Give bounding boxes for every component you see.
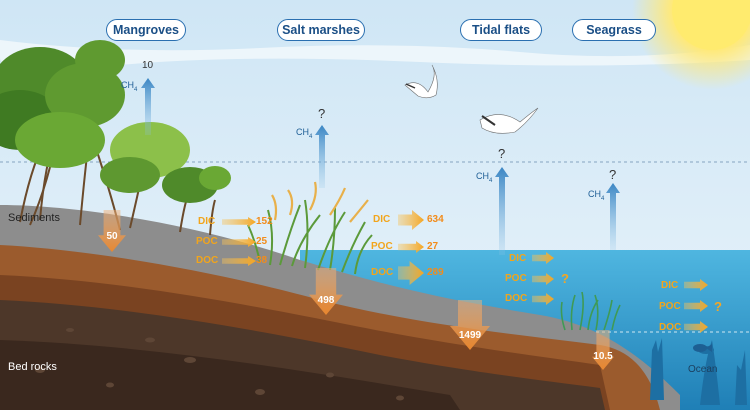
ch4-label-mangroves: CH4 <box>121 80 137 93</box>
salt-marshes-poc-label: POC <box>371 241 393 252</box>
tidal-flats-burial-value: 1499 <box>450 330 490 341</box>
mangroves-doc-value: 38 <box>256 255 267 266</box>
tidal-flats-lateral-value: ? <box>561 271 569 286</box>
mangroves-poc-label: POC <box>196 236 218 247</box>
ch4-label-seagrass: CH4 <box>588 189 604 202</box>
layer-sediments-label: Sediments <box>8 212 60 224</box>
mangroves-dic-label: DIC <box>198 216 215 227</box>
habitat-seagrass: Seagrass <box>572 19 656 41</box>
layer-bed-rocks-label: Bed rocks <box>8 361 57 373</box>
seagrass-poc-label: POC <box>659 301 681 312</box>
seagrass-lateral-value: ? <box>714 299 722 314</box>
ch4-value-salt-marshes: ? <box>318 106 325 121</box>
salt-marshes-dic-value: 634 <box>427 214 444 225</box>
habitat-salt-marshes: Salt marshes <box>277 19 365 41</box>
salt-marshes-burial-value: 498 <box>306 295 346 306</box>
habitat-tidal-flats: Tidal flats <box>460 19 542 41</box>
tidal-flats-doc-label: DOC <box>505 293 527 304</box>
seagrass-burial-value: 10.5 <box>583 351 623 362</box>
ch4-value-seagrass: ? <box>609 167 616 182</box>
seagrass-doc-label: DOC <box>659 322 681 333</box>
ch4-value-tidal-flats: ? <box>498 146 505 161</box>
mangroves-doc-label: DOC <box>196 255 218 266</box>
habitat-mangroves: Mangroves <box>106 19 186 41</box>
tidal-flats-poc-label: POC <box>505 273 527 284</box>
mangroves-dic-value: 152 <box>256 216 273 227</box>
seagrass-dic-label: DIC <box>661 280 678 291</box>
tidal-flats-dic-label: DIC <box>509 253 526 264</box>
salt-marshes-poc-value: 27 <box>427 241 438 252</box>
mangroves-poc-value: 25 <box>256 236 267 247</box>
salt-marshes-doc-value: 289 <box>427 267 444 278</box>
ch4-value-mangroves: 10 <box>142 60 153 71</box>
ocean-label: Ocean <box>688 364 717 375</box>
ch4-label-salt-marshes: CH4 <box>296 127 312 140</box>
salt-marshes-doc-label: DOC <box>371 267 393 278</box>
salt-marshes-dic-label: DIC <box>373 214 390 225</box>
ch4-label-tidal-flats: CH4 <box>476 171 492 184</box>
mangroves-burial-value: 50 <box>92 231 132 242</box>
